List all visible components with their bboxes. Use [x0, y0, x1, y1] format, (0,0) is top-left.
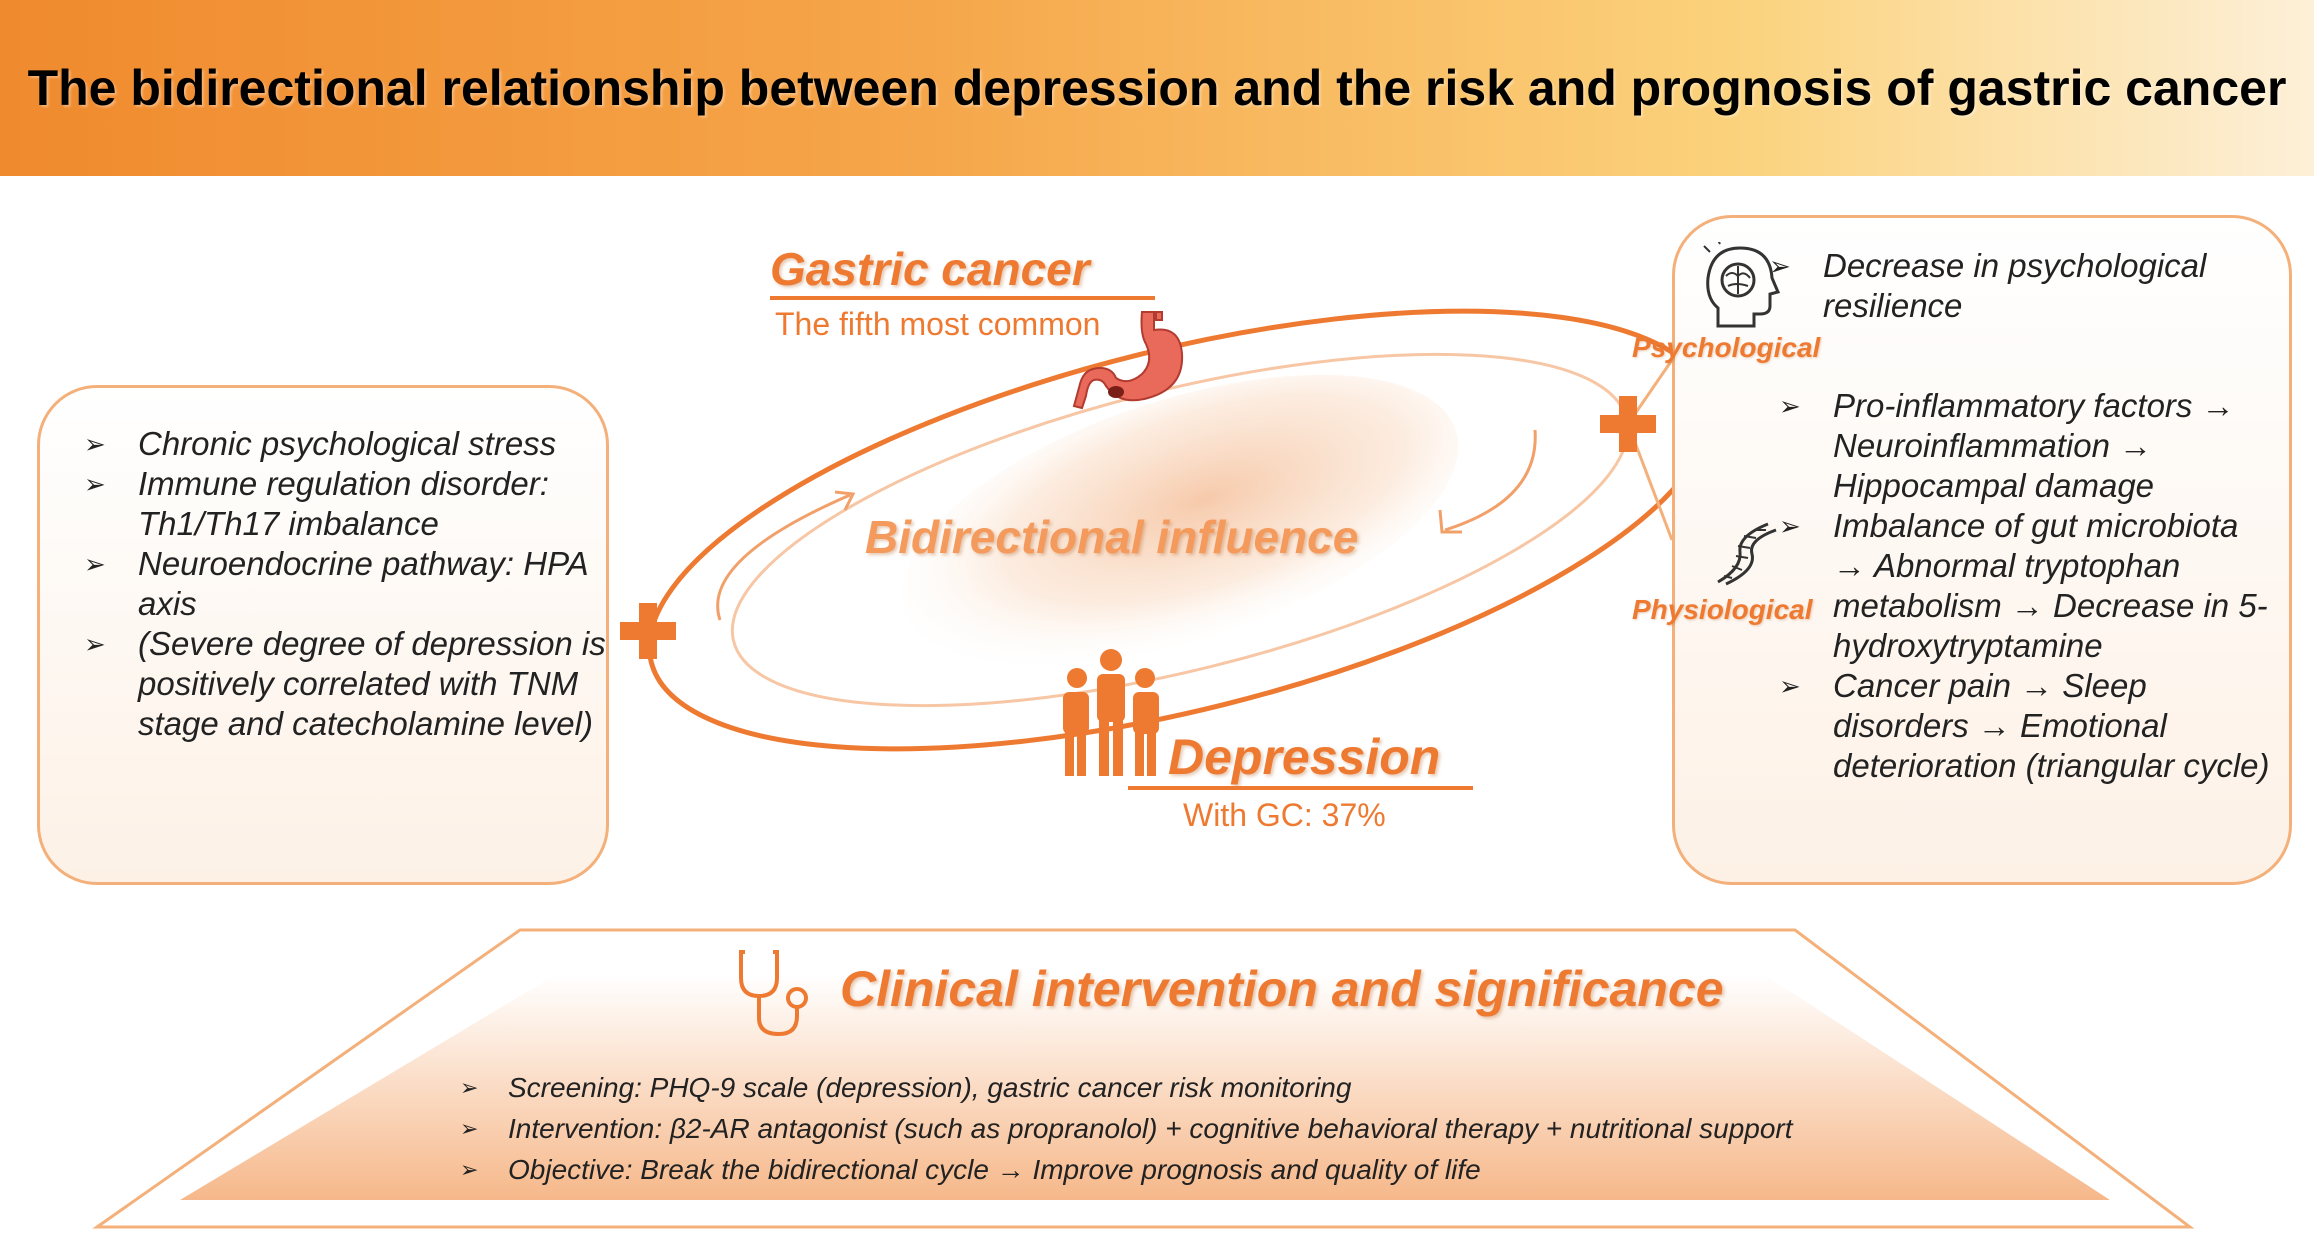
influence-blob — [901, 374, 1459, 666]
arrow-left-head — [834, 490, 856, 511]
left-mechanism-box: ➢Chronic psychological stress ➢Immune re… — [37, 385, 609, 885]
depression-subtitle: With GC: 37% — [1183, 797, 1386, 833]
plus-icon — [1600, 396, 1656, 452]
list-item: ➢Objective: Break the bidirectional cycl… — [460, 1154, 1481, 1185]
list-item: ➢Pro-inflammatory factors → Neuroinflamm… — [1779, 387, 2235, 504]
gastric-rule — [770, 296, 1155, 300]
stethoscope-icon — [739, 950, 808, 1037]
physiological-label: Physiological — [1632, 594, 1813, 625]
arrow-right-head — [1438, 509, 1462, 534]
depression-title: Depression — [1168, 729, 1441, 785]
clinical-trapezoid-outline — [92, 928, 2195, 1229]
people-icon — [1063, 649, 1159, 776]
title-banner: The bidirectional relationship between d… — [0, 0, 2314, 176]
arrow-right — [1444, 429, 1537, 532]
page-title: The bidirectional relationship between d… — [27, 60, 2287, 116]
list-item: ➢Cancer pain → Sleep disorders → Emotion… — [1779, 667, 2270, 784]
plus-icon — [620, 603, 676, 659]
list-item: ➢Neuroendocrine pathway: HPA axis — [84, 545, 588, 622]
psychological-label: Psychological — [1632, 332, 1821, 363]
list-item: ➢Imbalance of gut microbiota → Abnormal … — [1779, 507, 2268, 664]
list-item: ➢Screening: PHQ-9 scale (depression), ga… — [460, 1072, 1352, 1103]
list-item: ➢Chronic psychological stress — [84, 425, 557, 462]
clinical-title: Clinical intervention and significance — [840, 961, 1724, 1017]
list-item: ➢(Severe degree of depression is positiv… — [84, 625, 606, 742]
clinical-trapezoid-fill — [180, 975, 2110, 1200]
gastric-cancer-title: Gastric cancer — [770, 243, 1090, 295]
list-item: ➢Intervention: β2-AR antagonist (such as… — [460, 1113, 1793, 1144]
bidirectional-influence-label: Bidirectional influence — [865, 511, 1359, 563]
list-item: ➢Immune regulation disorder: Th1/Th17 im… — [84, 465, 549, 542]
dna-icon — [1717, 522, 1777, 586]
right-mechanism-box: ➢Decrease in psychological resilience ➢P… — [1672, 215, 2292, 885]
stomach-icon — [1072, 311, 1184, 410]
list-item: ➢Decrease in psychological resilience — [1769, 247, 2207, 324]
gastric-subtitle: The fifth most common — [775, 306, 1101, 342]
depression-rule — [1128, 786, 1473, 790]
arrow-left — [716, 493, 851, 621]
brain-head-icon — [1703, 242, 1780, 328]
clinical-list: ➢Screening: PHQ-9 scale (depression), ga… — [440, 1067, 1940, 1190]
